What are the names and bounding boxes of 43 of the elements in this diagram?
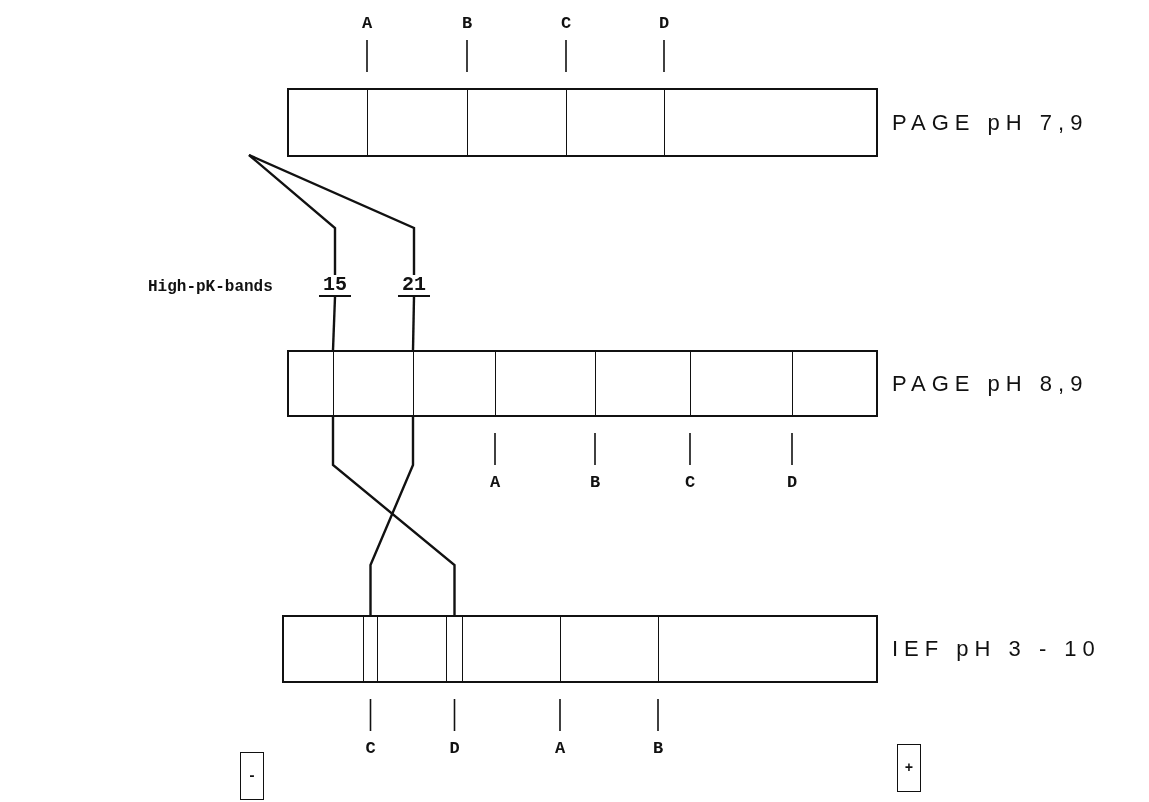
band-letter: B bbox=[589, 473, 601, 492]
band-letter: C bbox=[365, 739, 376, 758]
double-band bbox=[363, 617, 378, 681]
band-letter: D bbox=[449, 739, 460, 758]
band-number: 15 bbox=[319, 275, 351, 297]
polarity-sign: - bbox=[240, 752, 264, 800]
gel-label: PAGE pH 7,9 bbox=[892, 109, 1089, 136]
band-letter: B bbox=[652, 739, 664, 758]
band-line bbox=[467, 90, 469, 155]
leader-line bbox=[248, 153, 416, 275]
group-label: High-pK-bands bbox=[148, 278, 273, 296]
band-letter: C bbox=[560, 14, 572, 33]
band-line bbox=[690, 352, 692, 415]
band-letter: B bbox=[461, 14, 473, 33]
band-line bbox=[792, 352, 794, 415]
double-band bbox=[446, 617, 463, 681]
band-line bbox=[333, 352, 335, 415]
connector-line bbox=[369, 417, 415, 615]
band-line bbox=[658, 617, 660, 681]
gel-strip bbox=[287, 350, 878, 417]
connector-line bbox=[331, 296, 337, 351]
band-line bbox=[595, 352, 597, 415]
band-letter: D bbox=[658, 14, 670, 33]
band-number: 21 bbox=[398, 275, 430, 297]
connector-line bbox=[331, 417, 456, 615]
band-letter: A bbox=[361, 14, 373, 33]
band-line bbox=[413, 352, 415, 415]
band-line bbox=[664, 90, 666, 155]
band-line bbox=[367, 90, 369, 155]
band-letter: C bbox=[684, 473, 696, 492]
gel-label: IEF pH 3 - 10 bbox=[892, 636, 1101, 662]
polarity-sign: + bbox=[897, 744, 921, 792]
band-letter: D bbox=[786, 473, 798, 492]
gel-strip bbox=[282, 615, 878, 683]
band-letter: A bbox=[554, 739, 566, 758]
leader-line bbox=[248, 154, 337, 275]
band-line bbox=[566, 90, 568, 155]
gel-strip bbox=[287, 88, 878, 157]
connector-line bbox=[411, 296, 416, 351]
band-line bbox=[560, 617, 562, 681]
band-letter: A bbox=[489, 473, 501, 492]
gel-label: PAGE pH 8,9 bbox=[892, 370, 1089, 397]
band-line bbox=[495, 352, 497, 415]
